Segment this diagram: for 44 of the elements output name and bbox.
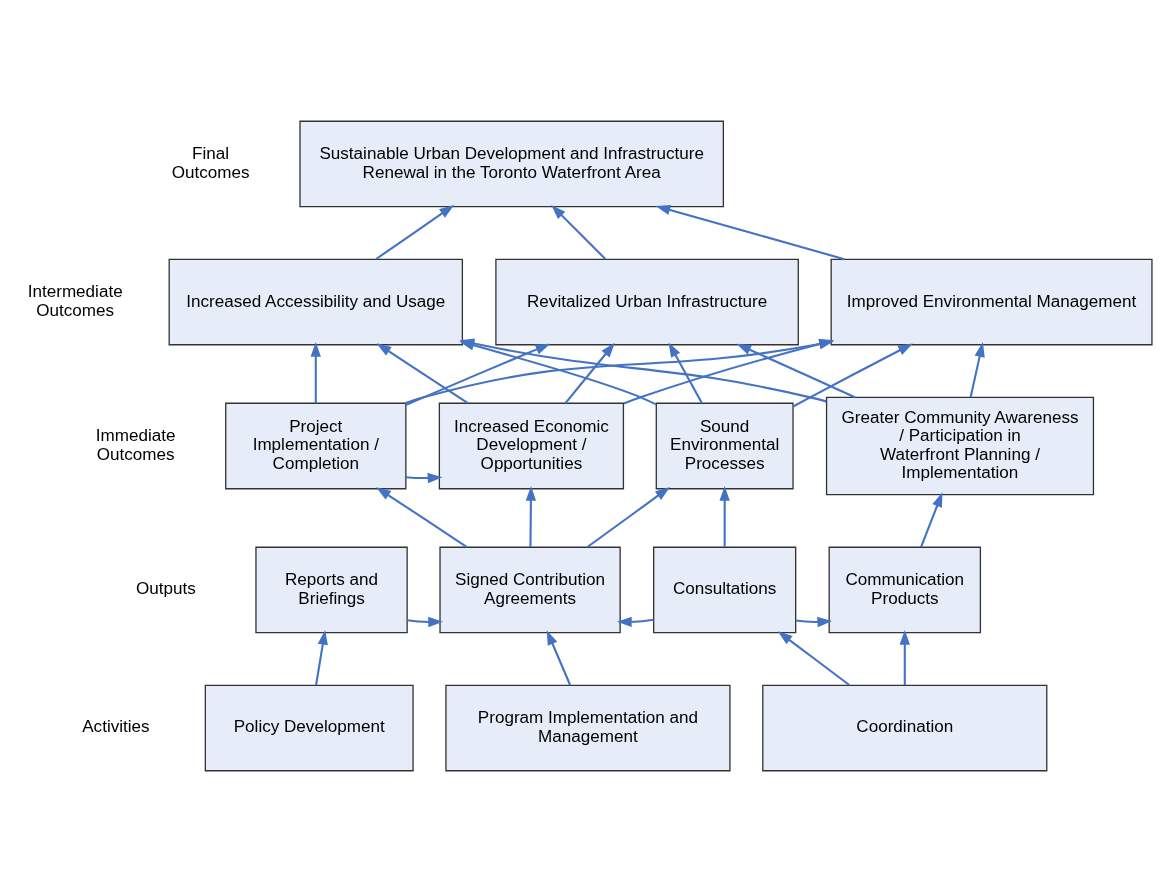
node-box: Program Implementation and Management xyxy=(445,684,731,772)
arrow xyxy=(315,629,328,686)
label: Immediate Outcomes xyxy=(95,426,176,464)
arrow xyxy=(668,342,703,404)
label: Intermediate Outcomes xyxy=(27,282,123,320)
node-box: Increased Economic Development / Opportunities xyxy=(438,402,625,490)
arrow xyxy=(310,342,321,404)
node-box: Policy Development xyxy=(204,684,414,772)
node-box: Sustainable Urban Development and Infrastructure Renewal in the Toronto Waterfront Area xyxy=(299,120,724,208)
node-box: Greater Community Awareness / Participation in Waterfront Planning / Implementation xyxy=(825,396,1095,496)
label: Outputs xyxy=(135,579,196,599)
arrow xyxy=(736,343,856,399)
node-box: Communication Products xyxy=(828,546,982,634)
node-box: Coordination xyxy=(762,684,1048,772)
arrow xyxy=(376,487,468,548)
arrow xyxy=(616,616,654,628)
arrow xyxy=(969,342,985,398)
arrow xyxy=(586,487,670,548)
arrow xyxy=(795,616,833,628)
node-box: Revitalized Urban Infrastructure xyxy=(495,258,799,346)
arrow xyxy=(405,343,551,406)
node-box: Reports and Briefings xyxy=(255,546,408,634)
node-box: Improved Environmental Management xyxy=(830,258,1153,346)
arrow xyxy=(376,343,469,404)
arrow xyxy=(375,205,455,260)
arrow xyxy=(407,616,443,628)
label: Final Outcomes xyxy=(171,144,250,182)
node-box: Project Implementation / Completion xyxy=(225,402,407,490)
arrow xyxy=(564,342,615,404)
arrow xyxy=(899,629,910,685)
node-box: Consultations xyxy=(653,546,797,634)
label: Activities xyxy=(82,717,150,737)
arrow xyxy=(546,630,572,686)
node-box: Increased Accessibility and Usage xyxy=(168,258,464,346)
arrow xyxy=(525,485,537,548)
arrow xyxy=(920,492,943,548)
arrow xyxy=(551,204,607,260)
arrow xyxy=(405,472,443,484)
arrow xyxy=(777,631,850,686)
arrow xyxy=(655,204,845,261)
node-box: Sound Environmental Processes xyxy=(655,402,794,490)
arrow xyxy=(719,485,730,547)
node-box: Signed Contribution Agreements xyxy=(439,546,621,634)
arrow xyxy=(792,343,913,408)
